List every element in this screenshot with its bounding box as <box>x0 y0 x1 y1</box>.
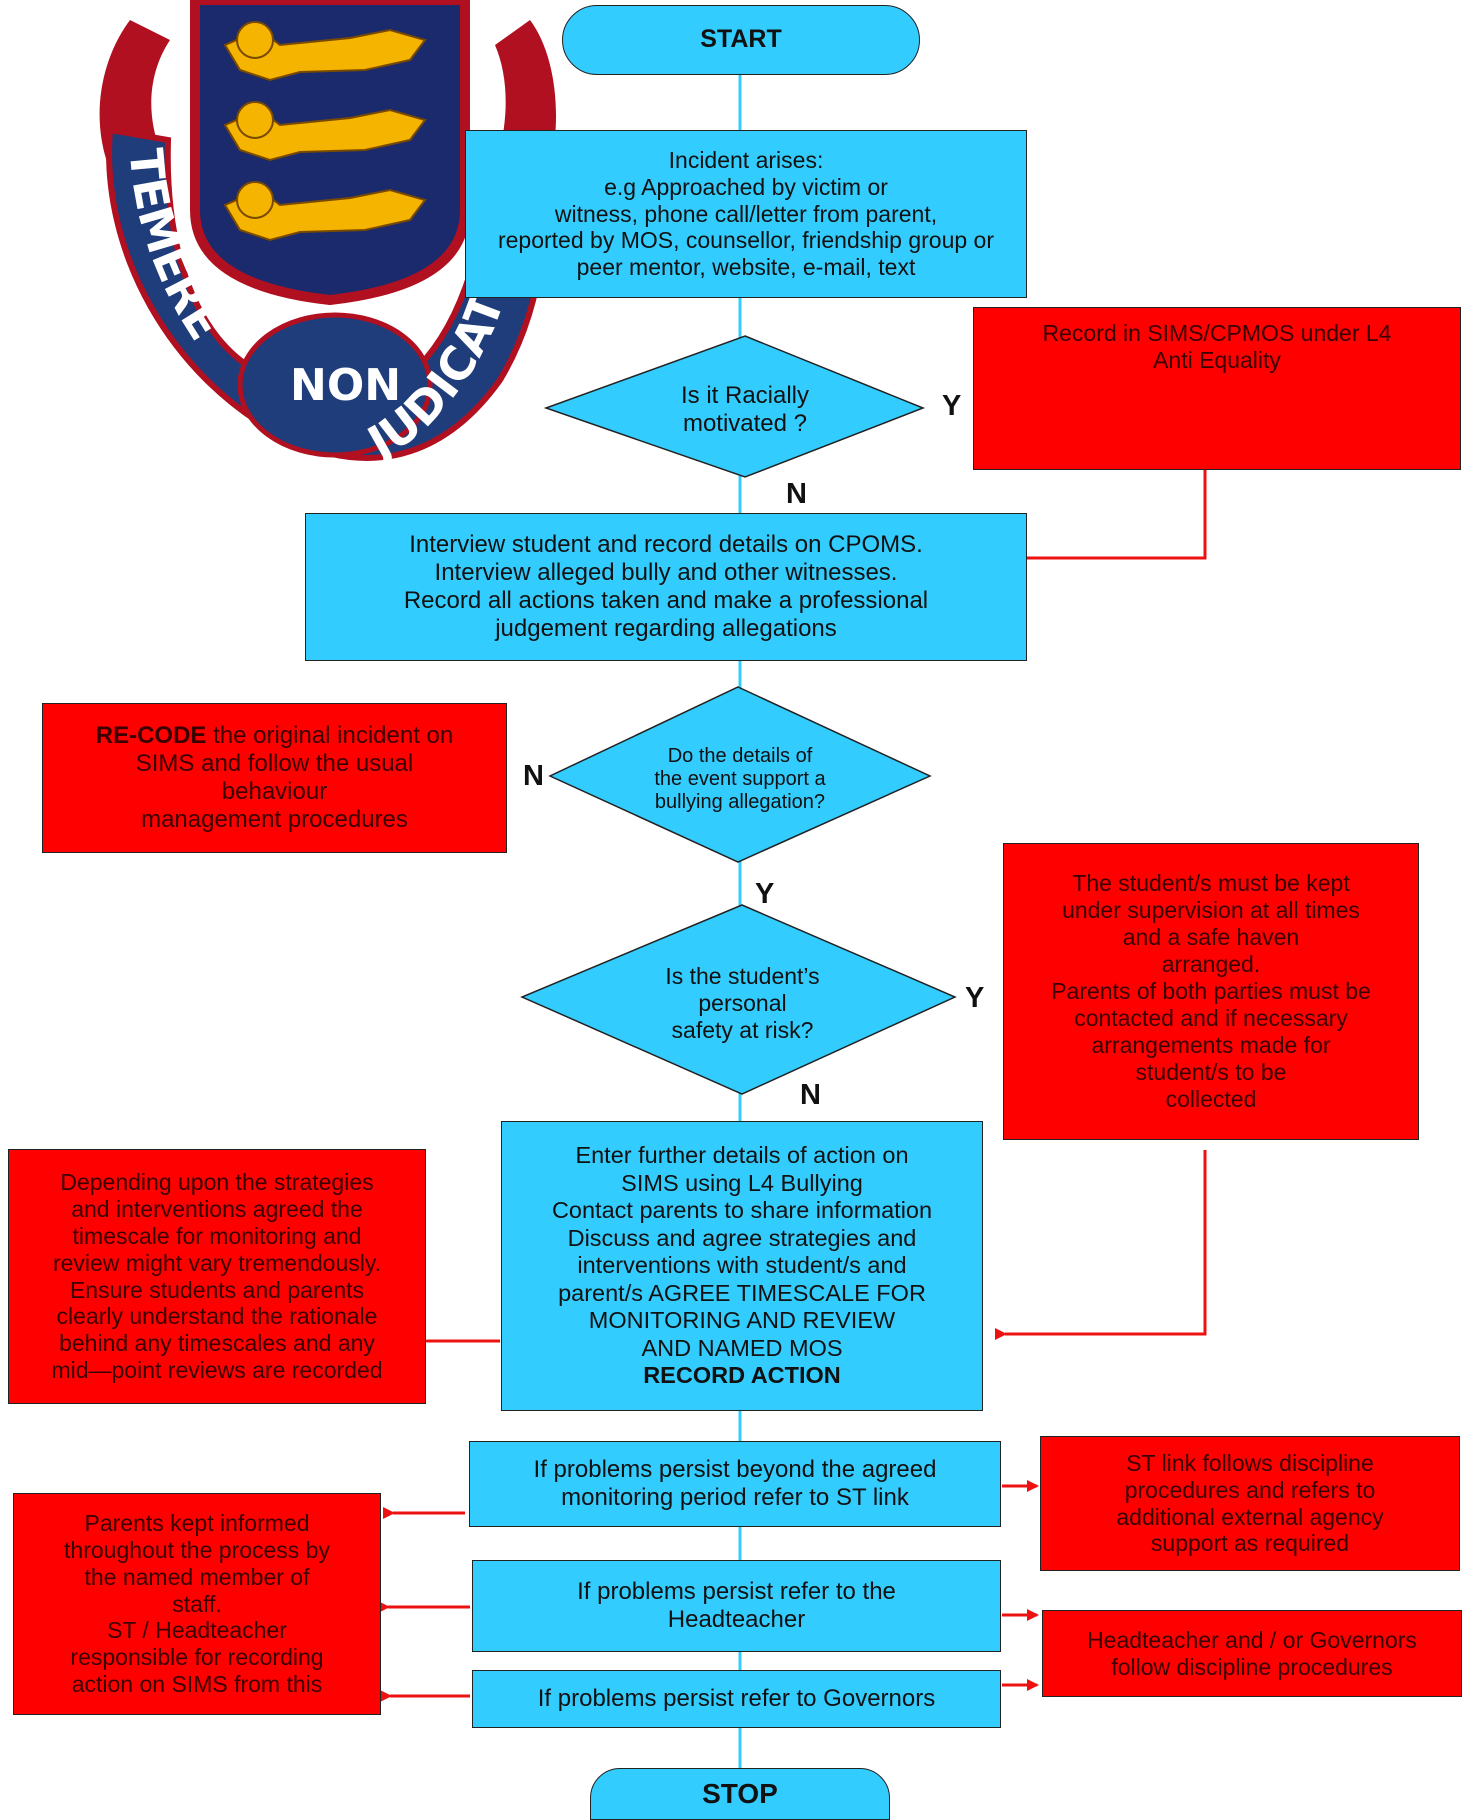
ribbon-center-arch <box>237 312 433 458</box>
start-label: START <box>700 25 782 54</box>
stop-label: STOP <box>702 1777 778 1809</box>
start-terminal: START <box>562 5 920 75</box>
interview-box: Interview student and record details on … <box>305 513 1027 661</box>
label-yes-safety: Y <box>965 982 985 1014</box>
recode-box: RE-CODE the original incident on SIMS an… <box>42 703 507 853</box>
arrow-racial-to-interview <box>1017 469 1207 564</box>
persist-st-box: If problems persist beyond the agreed mo… <box>469 1441 1001 1527</box>
stop-terminal: STOP <box>590 1768 890 1820</box>
head-governors-box: Headteacher and / or Governors follow di… <box>1042 1610 1462 1697</box>
label-yes-bullying: Y <box>755 878 775 910</box>
lion-icon <box>223 21 427 82</box>
st-link-box: ST link follows discipline procedures an… <box>1040 1436 1460 1571</box>
persist-gov-box: If problems persist refer to Governors <box>472 1670 1001 1728</box>
lion-icon <box>223 181 427 242</box>
further-details-box: Enter further details of action on SIMS … <box>501 1121 983 1411</box>
incident-box: Incident arises: e.g Approached by victi… <box>465 130 1027 298</box>
decision-safety-text: Is the student’s personal safety at risk… <box>665 962 820 1043</box>
school-crest-logo: TEMERE NON JUDICAT <box>99 0 557 471</box>
label-yes-racial: Y <box>942 390 962 422</box>
label-no-bullying: N <box>523 760 544 792</box>
persist-head-box: If problems persist refer to the Headtea… <box>472 1560 1001 1652</box>
depending-box: Depending upon the strategies and interv… <box>8 1149 426 1404</box>
safety-action-box: The student/s must be kept under supervi… <box>1003 843 1419 1140</box>
diamond-racial <box>543 335 926 478</box>
label-no-safety: N <box>800 1079 821 1111</box>
diamond-safety <box>520 904 957 1095</box>
motto-non: NON <box>290 360 401 411</box>
decision-bullying-text: Do the details of the event support a bu… <box>654 744 826 813</box>
lion-icon <box>223 101 427 162</box>
racial-record-box: Record in SIMS/CPMOS under L4 Anti Equal… <box>973 307 1461 470</box>
label-no-racial: N <box>786 478 807 510</box>
decision-racial-text: Is it Racially motivated ? <box>680 382 810 437</box>
recode-bold: RE-CODE <box>95 721 207 749</box>
arrow-safety-to-further <box>995 1150 1207 1340</box>
record-action-label: RECORD ACTION <box>643 1362 841 1389</box>
parents-informed-box: Parents kept informed throughout the pro… <box>13 1493 381 1715</box>
diamond-bullying <box>548 686 932 863</box>
